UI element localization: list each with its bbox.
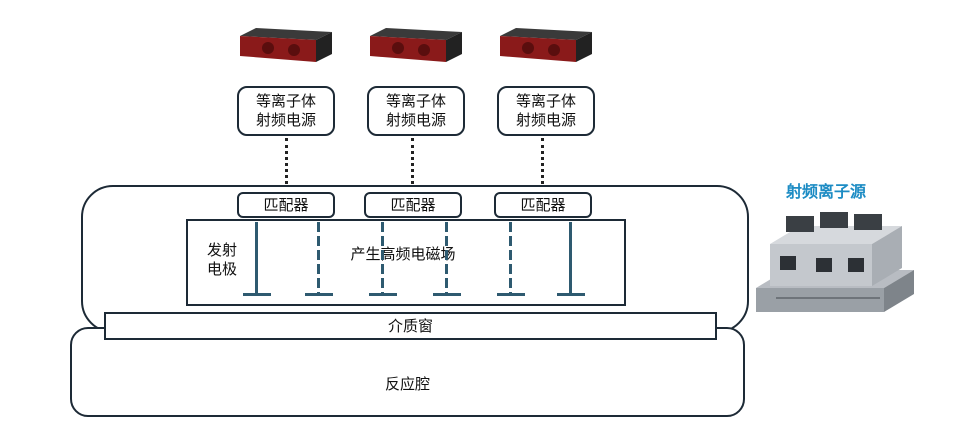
electrode-4 xyxy=(433,222,461,296)
matcher-box-1: 匹配器 xyxy=(237,192,335,218)
connector-dotted-1 xyxy=(285,138,288,190)
matcher-box-3: 匹配器 xyxy=(494,192,592,218)
rf-ion-source-image xyxy=(756,212,914,312)
electrode-3 xyxy=(369,222,397,296)
electrode-6 xyxy=(557,222,585,296)
rf-power-supply-image-1 xyxy=(240,28,332,62)
dielectric-window-label: 介质窗 xyxy=(387,317,433,335)
rf-power-supply-box-3: 等离子体 射频电源 xyxy=(497,86,595,136)
matcher-label: 匹配器 xyxy=(263,196,309,214)
rf-power-supply-label: 等离子体 射频电源 xyxy=(515,92,576,129)
matcher-box-2: 匹配器 xyxy=(364,192,462,218)
rf-power-supply-label: 等离子体 射频电源 xyxy=(385,92,446,129)
electrode-label: 发射 电极 xyxy=(206,241,237,278)
connector-dotted-2 xyxy=(411,138,414,190)
rf-power-supply-box-2: 等离子体 射频电源 xyxy=(367,86,465,136)
rf-power-supply-image-3 xyxy=(500,28,592,62)
rf-ion-source-title: 射频离子源 xyxy=(786,182,867,201)
electrode-1 xyxy=(243,222,271,296)
field-region: 产生高频电磁场 发射 电极 xyxy=(186,219,626,306)
matcher-label: 匹配器 xyxy=(390,196,436,214)
reaction-chamber-label: 反应腔 xyxy=(384,375,430,393)
rf-power-supply-image-2 xyxy=(370,28,462,62)
electrode-5 xyxy=(497,222,525,296)
dielectric-window: 介质窗 xyxy=(104,312,717,340)
connector-dotted-3 xyxy=(541,138,544,190)
reaction-chamber: 反应腔 xyxy=(70,327,745,417)
rf-power-supply-box-1: 等离子体 射频电源 xyxy=(237,86,335,136)
matcher-label: 匹配器 xyxy=(520,196,566,214)
electrode-2 xyxy=(305,222,333,296)
rf-power-supply-label: 等离子体 射频电源 xyxy=(255,92,316,129)
field-label: 产生高频电磁场 xyxy=(350,245,456,263)
